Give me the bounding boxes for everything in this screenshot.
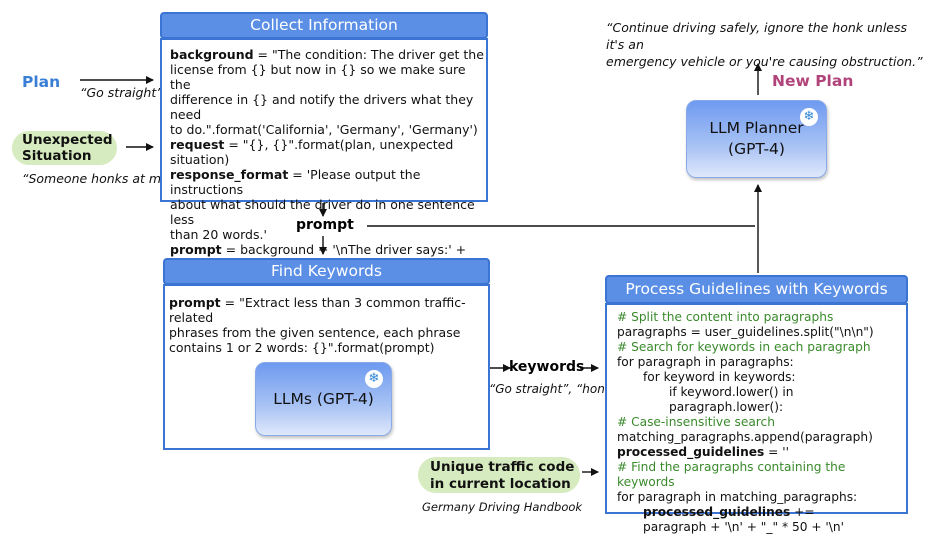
keyword-bold: processed_guidelines	[643, 505, 791, 519]
keywords-quote: “Go straight”, “honk”	[489, 382, 618, 396]
line-text: than 20 words.'	[170, 227, 267, 242]
keyword-bold: prompt	[170, 242, 222, 257]
line-text: # Split the content into paragraphs	[617, 310, 834, 324]
text-line: if keyword.lower() in paragraph.lower():	[617, 385, 906, 415]
text-line: matching_paragraphs.append(paragraph)	[617, 430, 906, 445]
line-text: paragraph + '\n' + "_" * 50 + '\n'	[643, 520, 844, 534]
line-text: = ''	[764, 445, 789, 459]
output-quote-line2: emergency vehicle or you're causing obst…	[606, 54, 923, 69]
llm-planner-box: LLM Planner (GPT-4) ❄	[686, 100, 827, 178]
prompt-label: prompt	[296, 217, 354, 233]
find-keywords-header: Find Keywords	[163, 258, 490, 285]
text-line: contains 1 or 2 words: {}".format(prompt…	[169, 340, 488, 355]
plan-label: Plan	[22, 73, 61, 91]
text-line: for keyword in keywords:	[617, 370, 906, 385]
traffic-code-line2: in current location	[430, 476, 571, 492]
keyword-bold: request	[170, 137, 225, 152]
line-text: = 'Please output the instructions	[170, 167, 421, 197]
line-text: about what should the driver do in one s…	[170, 197, 475, 227]
keyword-bold: response_format	[170, 167, 289, 182]
planner-line1: LLM Planner	[709, 119, 804, 137]
collect-info-title: Collect Information	[250, 16, 398, 34]
process-guidelines-header: Process Guidelines with Keywords	[605, 275, 908, 304]
line-text: difference in {} and notify the drivers …	[170, 92, 474, 122]
unexpected-situation-pill: Unexpected Situation	[12, 131, 117, 165]
text-line: than 20 words.'	[170, 227, 486, 242]
line-text: for paragraph in matching_paragraphs:	[617, 490, 858, 504]
text-line: # Case-insensitive search	[617, 415, 906, 430]
line-text: matching_paragraphs.append(paragraph)	[617, 430, 873, 444]
llm-gpt4-label: LLMs (GPT-4)	[273, 389, 374, 408]
line-text: # Search for keywords in each paragraph	[617, 340, 871, 354]
llm-gpt4-box: LLMs (GPT-4) ❄	[255, 362, 392, 436]
text-line: processed_guidelines = ''	[617, 445, 906, 460]
text-line: # Find the paragraphs containing the key…	[617, 460, 906, 490]
line-text: = "{}, {}".format(plan, unexpected situa…	[170, 137, 454, 167]
line-text: if keyword.lower() in paragraph.lower():	[669, 385, 794, 414]
text-line: prompt = "Extract less than 3 common tra…	[169, 295, 488, 325]
line-text: # Find the paragraphs containing the key…	[617, 460, 846, 489]
snowflake-icon: ❄	[800, 108, 818, 126]
line-text: # Case-insensitive search	[617, 415, 775, 429]
text-line: # Split the content into paragraphs	[617, 310, 906, 325]
line-text: license from {} but now in {} so we make…	[170, 62, 466, 92]
line-text: for paragraph in paragraphs:	[617, 355, 794, 369]
text-line: about what should the driver do in one s…	[170, 197, 486, 227]
text-line: to do.".format('California', 'Germany', …	[170, 122, 486, 137]
text-line: paragraph + '\n' + "_" * 50 + '\n'	[617, 520, 906, 535]
line-text: = "Extract less than 3 common traffic-re…	[169, 295, 466, 325]
find-keywords-title: Find Keywords	[271, 262, 382, 280]
line-text: contains 1 or 2 words: {}".format(prompt…	[169, 340, 435, 355]
text-line: for paragraph in paragraphs:	[617, 355, 906, 370]
line-text: phrases from the given sentence, each ph…	[169, 325, 461, 340]
handbook-label: Germany Driving Handbook	[422, 500, 583, 514]
honk-quote: “Someone honks at me”	[22, 171, 176, 186]
text-line: background = "The condition: The driver …	[170, 47, 486, 62]
text-line: processed_guidelines +=	[617, 505, 906, 520]
text-line: difference in {} and notify the drivers …	[170, 92, 486, 122]
output-quote: “Continue driving safely, ignore the hon…	[606, 19, 926, 70]
text-line: license from {} but now in {} so we make…	[170, 62, 486, 92]
keywords-label: keywords	[509, 359, 585, 375]
keyword-bold: processed_guidelines	[617, 445, 765, 459]
text-line: response_format = 'Please output the ins…	[170, 167, 486, 197]
unexpected-line1: Unexpected	[22, 132, 113, 148]
keyword-bold: prompt	[169, 295, 221, 310]
collect-info-header: Collect Information	[160, 12, 488, 39]
line-text: paragraphs = user_guidelines.split("\n\n…	[617, 325, 874, 339]
line-text: for keyword in keywords:	[643, 370, 796, 384]
unexpected-line2: Situation	[22, 148, 92, 164]
snowflake-icon: ❄	[365, 370, 383, 388]
planner-line2: (GPT-4)	[728, 140, 785, 158]
collect-info-panel: background = "The condition: The driver …	[160, 38, 488, 287]
output-quote-line1: “Continue driving safely, ignore the hon…	[606, 20, 908, 52]
keyword-bold: background	[170, 47, 254, 62]
new-plan-label: New Plan	[772, 72, 854, 90]
find-keywords-text: prompt = "Extract less than 3 common tra…	[169, 295, 488, 355]
go-straight-quote: “Go straight”	[80, 85, 163, 100]
line-text: = "The condition: The driver get the	[253, 47, 484, 62]
line-text: +=	[790, 505, 815, 519]
traffic-code-line1: Unique traffic code	[430, 459, 575, 475]
text-line: request = "{}, {}".format(plan, unexpect…	[170, 137, 486, 167]
text-line: for paragraph in matching_paragraphs:	[617, 490, 906, 505]
process-guidelines-title: Process Guidelines with Keywords	[625, 280, 888, 298]
text-line: # Search for keywords in each paragraph	[617, 340, 906, 355]
collect-info-text: background = "The condition: The driver …	[170, 47, 486, 287]
traffic-code-pill: Unique traffic code in current location	[418, 457, 580, 493]
text-line: paragraphs = user_guidelines.split("\n\n…	[617, 325, 906, 340]
text-line: phrases from the given sentence, each ph…	[169, 325, 488, 340]
line-text: to do.".format('California', 'Germany', …	[170, 122, 478, 137]
